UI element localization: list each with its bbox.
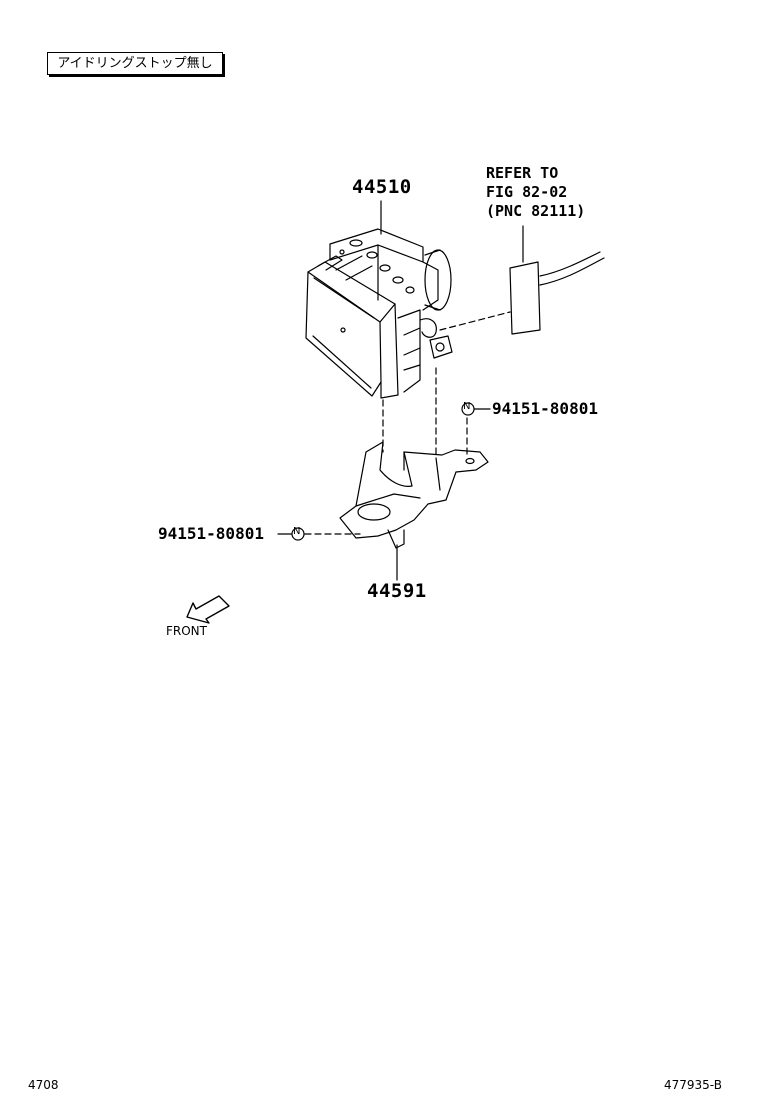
condition-label-box: アイドリングストップ無し (47, 52, 223, 75)
front-arrow-icon (186, 595, 230, 624)
actuator-assembly-44510 (305, 228, 453, 399)
nut-symbol-left (291, 527, 305, 541)
footer-right-code: 477935-B (664, 1078, 722, 1092)
reference-line-2: FIG 82-02 (486, 183, 568, 201)
footer-left-code: 4708 (28, 1078, 59, 1092)
leader-lines (277, 200, 524, 581)
bracket-44591 (339, 441, 489, 549)
part-number-nut-left[interactable]: 94151-80801 (158, 524, 264, 543)
reference-connector-part (509, 251, 605, 335)
nut-symbol-right-letter: N (463, 401, 471, 412)
nut-symbol-right (461, 402, 475, 416)
assembly-dashed-lines (304, 311, 511, 535)
reference-line-3: (PNC 82111) (486, 202, 586, 220)
reference-note[interactable]: REFER TO FIG 82-02 (PNC 82111) (486, 164, 585, 221)
front-label: FRONT (166, 624, 207, 638)
nut-symbol-left-letter: N (293, 526, 301, 537)
part-number-44591[interactable]: 44591 (367, 580, 427, 602)
condition-label: アイドリングストップ無し (57, 56, 213, 71)
part-number-44510[interactable]: 44510 (352, 176, 412, 198)
part-number-nut-right[interactable]: 94151-80801 (492, 399, 598, 418)
reference-line-1: REFER TO (486, 164, 559, 182)
